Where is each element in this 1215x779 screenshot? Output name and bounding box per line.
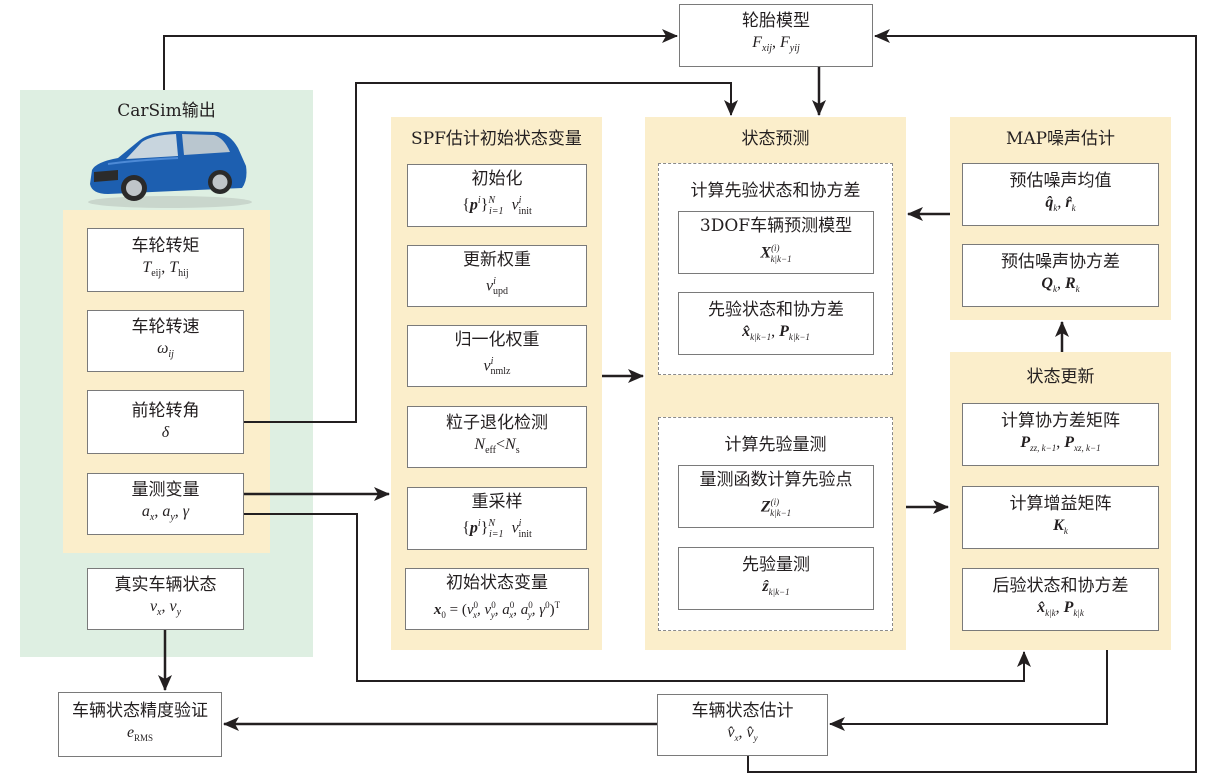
true-state-box: 真实车辆状态 vx, vy	[87, 568, 244, 630]
measurement-to-update-arrow	[244, 513, 1031, 682]
measurement-box: 量测变量 ax, ay, γ	[87, 473, 244, 535]
cov-matrix-box: 计算协方差矩阵 Pzz, k−1, Pxz, k−1	[962, 403, 1159, 466]
spf-degeneracy-box: 粒子退化检测 Neff<Ns	[407, 406, 587, 468]
measurement-function-box: 量测函数计算先验点 Z(i)k|k−1	[678, 465, 874, 528]
front-steer-box: 前轮转角 δ	[87, 390, 244, 454]
car-windshield	[126, 134, 178, 159]
gain-matrix-box: 计算增益矩阵 Kk	[962, 486, 1159, 549]
map-title: MAP噪声估计	[1005, 129, 1116, 149]
steer-to-prediction-arrow	[244, 82, 738, 423]
car-grille	[94, 170, 118, 182]
prior-state-group-title: 计算先验状态和协方差	[690, 181, 861, 201]
car-icon	[88, 131, 252, 208]
update-to-estimate-arrow	[829, 650, 1108, 731]
spf-init-box: 初始化 {pi}Ni=1 viinit	[407, 164, 587, 227]
posterior-state-box: 后验状态和协方差 x̂k|k, Pk|k	[962, 568, 1159, 631]
spf-title: SPF估计初始状态变量	[411, 129, 582, 149]
prior-state-cov-box: 先验状态和协方差 x̂k|k−1, Pk|k−1	[678, 292, 874, 355]
3dof-model-box: 3DOF车辆预测模型 X(i)k|k−1	[678, 211, 874, 274]
noise-cov-box: 预估噪声协方差 Qk, Rk	[962, 244, 1159, 307]
spf-update-weight-box: 更新权重 viupd	[407, 245, 587, 307]
prior-measurement-box: 先验量测 ẑk|k−1	[678, 547, 874, 610]
carsim-title: CarSim输出	[117, 101, 216, 121]
wheel-speed-box: 车轮转速 ωij	[87, 310, 244, 372]
tire-model-box: 轮胎模型 Fxij, Fyij	[679, 4, 873, 67]
spf-normalize-box: 归一化权重 vinmlz	[407, 325, 587, 387]
prediction-title: 状态预测	[741, 129, 810, 149]
validation-box: 车辆状态精度验证 eRMS	[58, 692, 222, 757]
wheel-torque-box: 车轮转矩 Teij, Thij	[87, 228, 244, 292]
estimate-to-tire-arrow	[747, 29, 1197, 773]
update-title: 状态更新	[1026, 367, 1095, 387]
state-estimate-box: 车辆状态估计 v̂x, v̂y	[657, 694, 828, 756]
noise-mean-box: 预估噪声均值 q̂k, r̂k	[962, 163, 1159, 226]
car-side-window	[182, 134, 230, 155]
carsim-to-tire-arrow	[163, 29, 678, 90]
prior-measurement-group-title: 计算先验量测	[724, 435, 827, 455]
spf-initial-state-box: 初始状态变量 x0 = (v0x, v0y, a0x, a0y, γ0)T	[405, 568, 589, 630]
spf-resample-box: 重采样 {pi}Ni=1 viinit	[407, 487, 587, 550]
